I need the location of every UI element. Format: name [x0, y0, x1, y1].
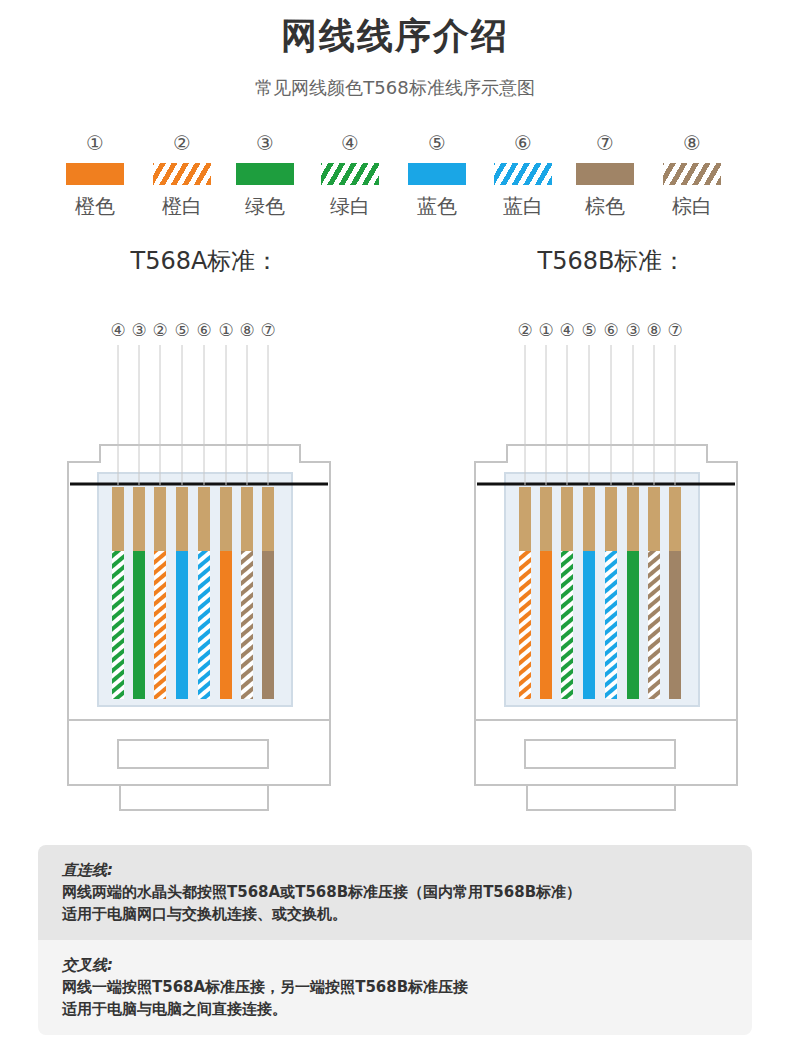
- leader-line: [118, 345, 119, 485]
- leader-line: [268, 345, 269, 485]
- leader-line: [589, 345, 590, 485]
- wire: [605, 487, 617, 699]
- pin-number: ①: [538, 320, 553, 340]
- pin-number: ⑦: [667, 320, 682, 340]
- leader-line: [160, 345, 161, 485]
- callout-number: ④: [341, 131, 359, 155]
- wire: [154, 487, 166, 699]
- callout-number: ③: [256, 131, 274, 155]
- pin-number: ④: [110, 320, 125, 340]
- wire: [583, 487, 595, 699]
- wire: [198, 487, 210, 699]
- striped-swatch: [321, 163, 379, 185]
- striped-swatch: [153, 163, 211, 185]
- leader-line: [654, 345, 655, 485]
- color-swatch: [576, 163, 634, 185]
- note-body: 网线两端的水晶头都按照T568A或T568B标准压接（国内常用T568B标准）: [62, 881, 728, 903]
- pin-number: ④: [559, 320, 574, 340]
- color-swatch: [408, 163, 466, 185]
- pin-number: ⑧: [646, 320, 661, 340]
- legend-text: 绿白: [330, 193, 370, 220]
- leader-line: [567, 345, 568, 485]
- pin-number: ⑤: [581, 320, 596, 340]
- wire: [669, 487, 681, 699]
- pin-number: ①: [218, 320, 233, 340]
- plug-right: [475, 445, 737, 810]
- callout-number: ②: [173, 131, 191, 155]
- wire: [519, 487, 531, 699]
- leader-line: [182, 345, 183, 485]
- wire: [648, 487, 660, 699]
- leader-line: [675, 345, 676, 485]
- note-heading: 交叉线:: [62, 954, 728, 976]
- leader-line: [139, 345, 140, 485]
- plug-left: [68, 445, 330, 810]
- leader-line: [247, 345, 248, 485]
- pin-number: ③: [131, 320, 146, 340]
- wire: [561, 487, 573, 699]
- legend-text: 蓝色: [417, 193, 457, 220]
- striped-swatch: [663, 163, 721, 185]
- color-swatch: [236, 163, 294, 185]
- caption: 常见网线颜色T568标准线序示意图: [255, 76, 534, 100]
- wire: [262, 487, 274, 699]
- callout-number: ①: [86, 131, 104, 155]
- standard-heading: T568A标准：: [131, 245, 280, 277]
- pin-number: ③: [625, 320, 640, 340]
- legend-text: 绿色: [245, 193, 285, 220]
- note-body: 适用于电脑与电脑之间直接连接。: [62, 998, 728, 1020]
- legend-text: 棕白: [672, 193, 712, 220]
- pin-number: ⑦: [260, 320, 275, 340]
- striped-swatch: [494, 163, 552, 185]
- wire: [176, 487, 188, 699]
- wire: [540, 487, 552, 699]
- pin-number: ②: [517, 320, 532, 340]
- pin-number: ⑥: [196, 320, 211, 340]
- note-body: 适用于电脑网口与交换机连接、或交换机。: [62, 903, 728, 925]
- leader-line: [525, 345, 526, 485]
- legend-text: 蓝白: [503, 193, 543, 220]
- pin-number: ⑥: [603, 320, 618, 340]
- legend-text: 橙色: [75, 193, 115, 220]
- leader-line: [611, 345, 612, 485]
- leader-line: [226, 345, 227, 485]
- pin-number: ⑤: [174, 320, 189, 340]
- legend-text: 棕色: [585, 193, 625, 220]
- wire: [133, 487, 145, 699]
- pin-number: ⑧: [239, 320, 254, 340]
- note-panel: 直连线:网线两端的水晶头都按照T568A或T568B标准压接（国内常用T568B…: [38, 845, 752, 940]
- color-swatch: [66, 163, 124, 185]
- note-body: 网线一端按照T568A标准压接，另一端按照T568B标准压接: [62, 976, 728, 998]
- title: 网线线序介绍: [281, 12, 509, 61]
- standard-heading: T568B标准：: [538, 245, 687, 277]
- wire: [112, 487, 124, 699]
- leader-line: [204, 345, 205, 485]
- wire: [241, 487, 253, 699]
- leader-line: [633, 345, 634, 485]
- callout-number: ⑤: [428, 131, 446, 155]
- callout-number: ⑥: [514, 131, 532, 155]
- pin-number: ②: [152, 320, 167, 340]
- wire: [627, 487, 639, 699]
- wire: [220, 487, 232, 699]
- callout-number: ⑦: [596, 131, 614, 155]
- callout-number: ⑧: [683, 131, 701, 155]
- note-heading: 直连线:: [62, 859, 728, 881]
- note-panel: 交叉线:网线一端按照T568A标准压接，另一端按照T568B标准压接适用于电脑与…: [38, 940, 752, 1035]
- legend-text: 橙白: [162, 193, 202, 220]
- leader-line: [546, 345, 547, 485]
